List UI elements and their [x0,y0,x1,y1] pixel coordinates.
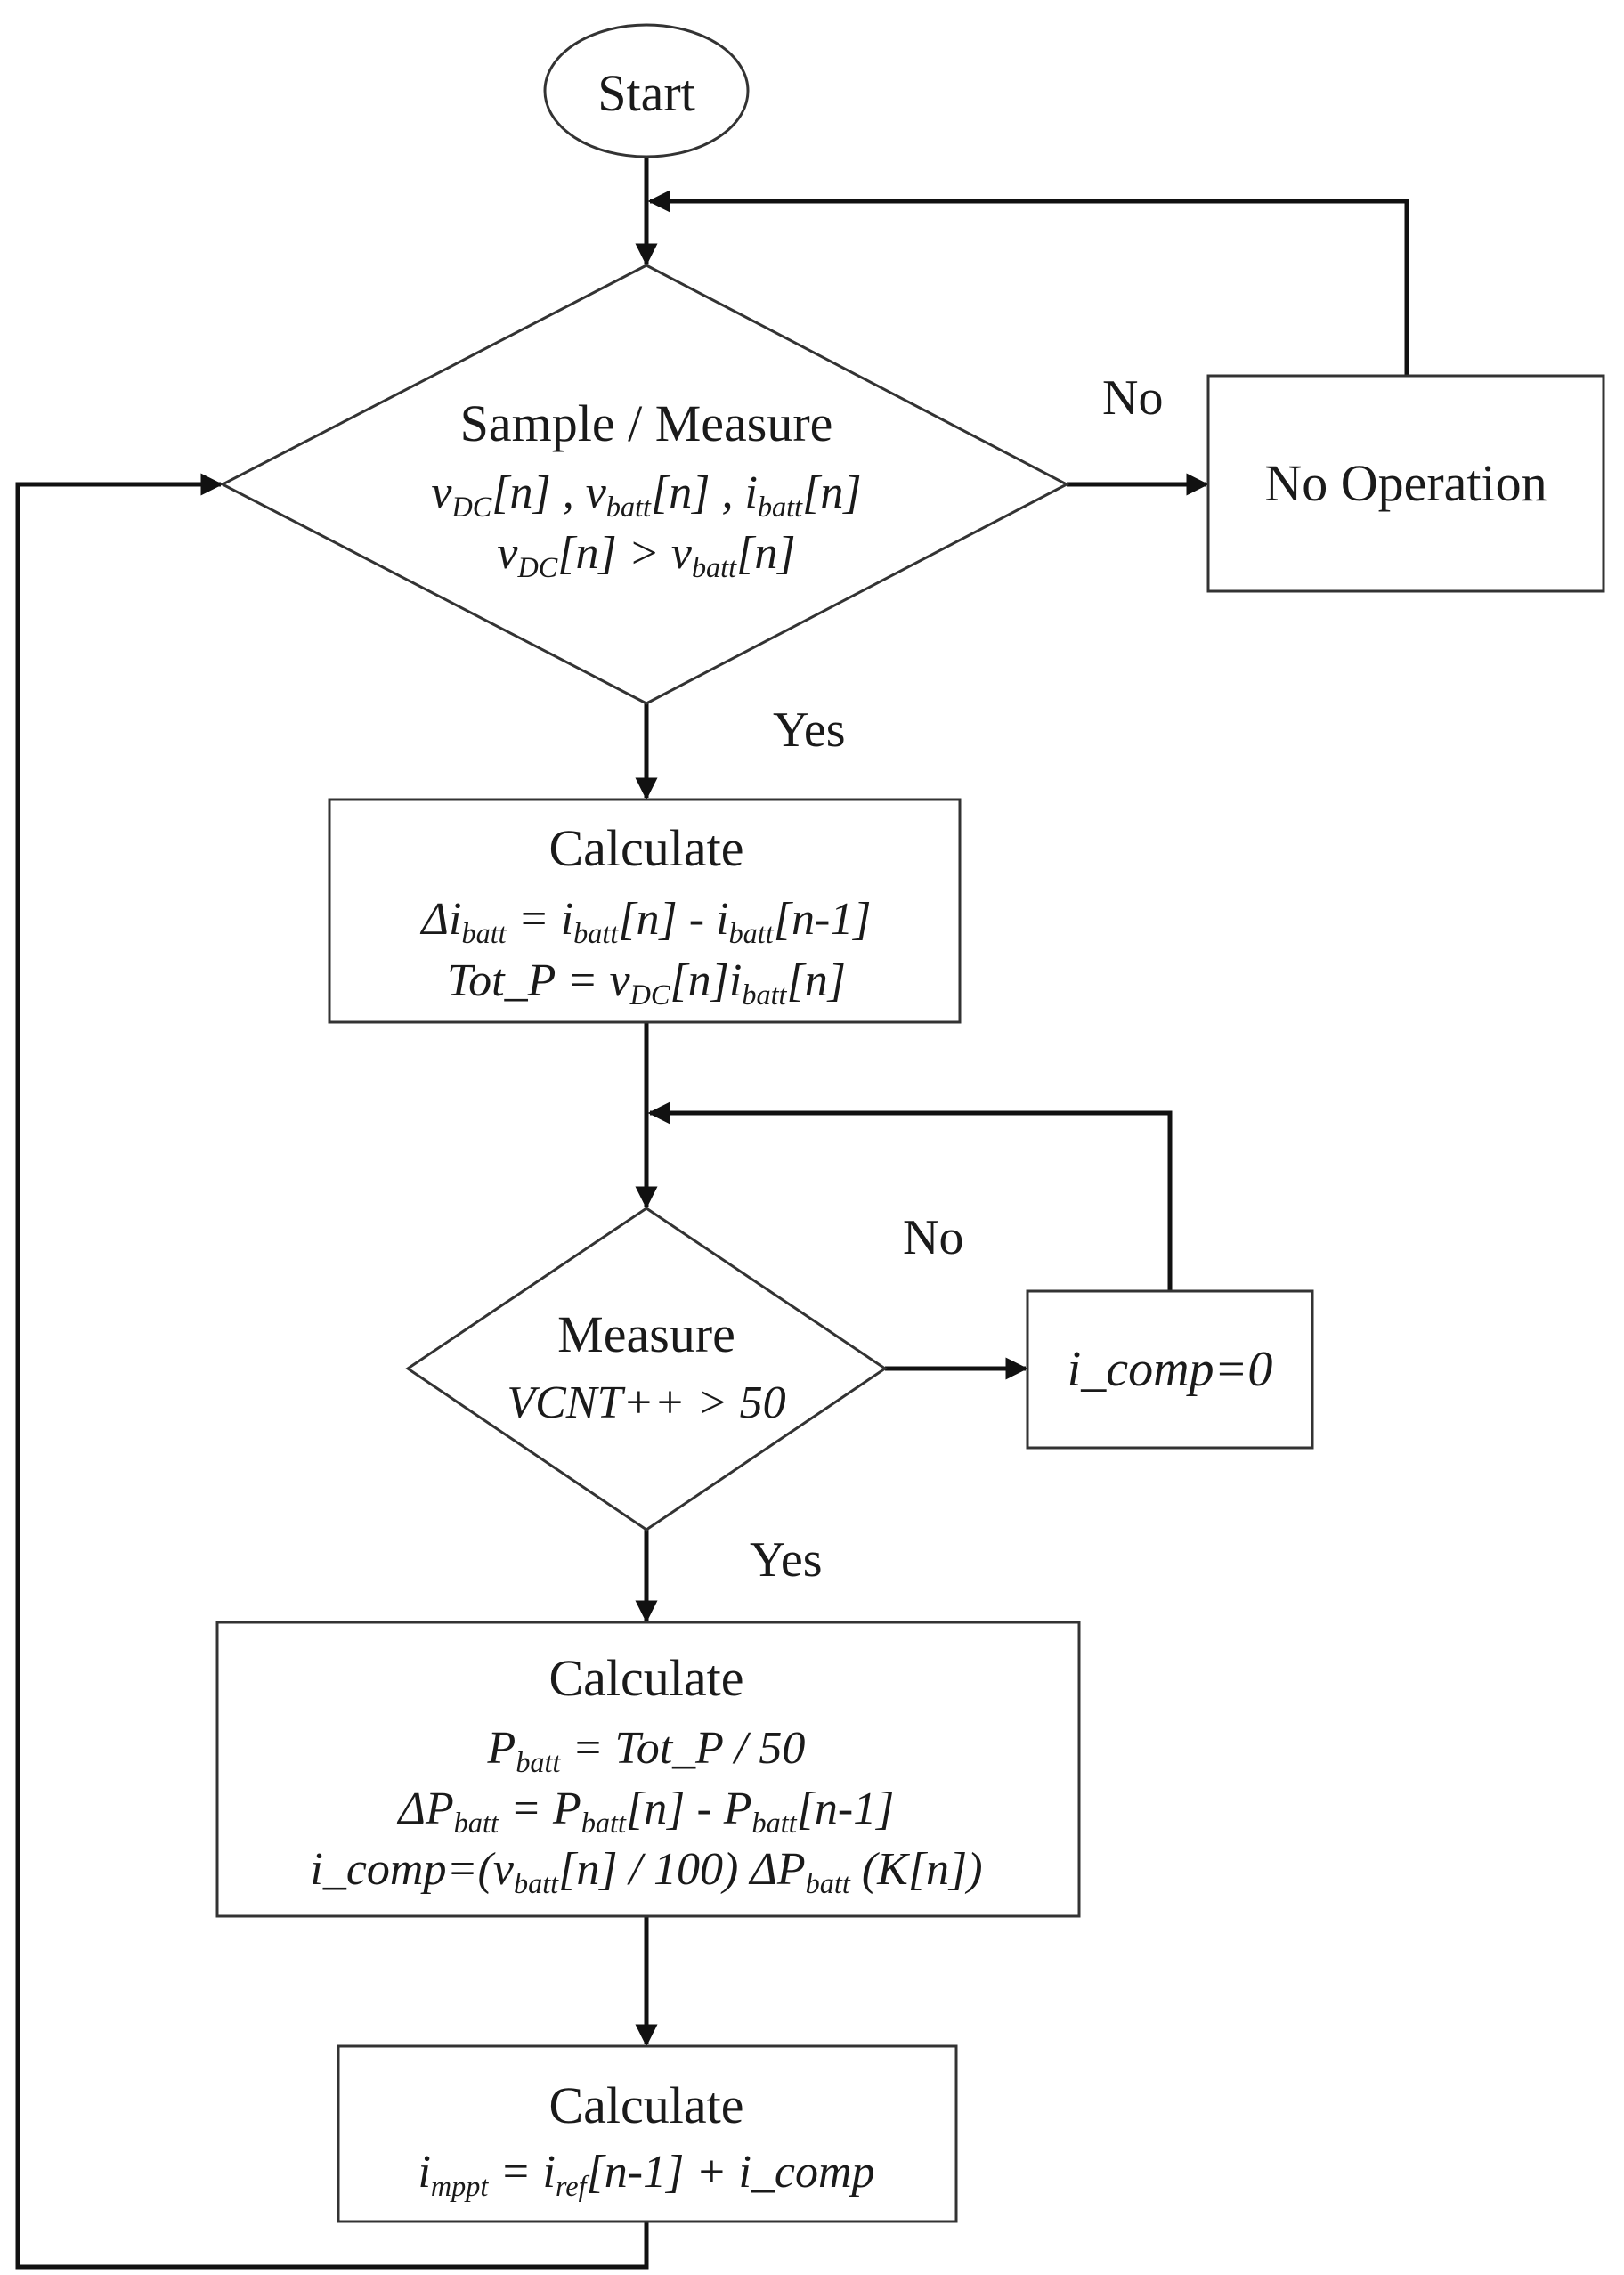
branch-labels: No Yes No Yes [750,370,1163,1588]
sample-no-label: No [1102,370,1163,426]
no-operation-label: No Operation [1264,454,1547,512]
calculate-1-title: Calculate [548,819,743,877]
no-operation-process: No Operation [1206,374,1605,593]
measure-title: Measure [557,1305,735,1363]
calculate-3-process: Calculate imppt = iref[n-1] + i_comp [337,2044,958,2223]
calculate-3-formula: imppt = iref[n-1] + i_comp [418,2147,874,2202]
calculate-2-formula-3: i_comp=(vbatt[n] / 100) ΔPbatt (K[n]) [310,1844,982,1899]
sample-measure-title: Sample / Measure [460,394,833,452]
sample-yes-label: Yes [773,703,845,758]
calculate-2-title: Calculate [548,1649,743,1707]
measure-decision: Measure VCNT++ > 50 [405,1207,888,1532]
measure-no-label: No [903,1210,963,1265]
i-comp-zero-label: i_comp=0 [1068,1342,1273,1397]
edge-no-operation-loop-back [647,190,1409,376]
edge-calc3-loop-back [15,473,649,2270]
sample-measure-decision: Sample / Measure vDC[n] , vbatt[n] , iba… [219,264,1070,705]
calculate-3-title: Calculate [548,2076,743,2134]
calculate-1-process: Calculate Δibatt = ibatt[n] - ibatt[n-1]… [328,798,962,1024]
measure-yes-label: Yes [750,1532,822,1588]
calculate-2-formula-1: Pbatt = Tot_P / 50 [487,1723,806,1778]
calculate-2-formula-2: ΔPbatt = Pbatt[n] - Pbatt[n-1] [397,1783,895,1839]
calculate-1-formula-2: Tot_P = vDC[n]ibatt[n] [447,955,846,1011]
sample-measure-formula-2: vDC[n] > vbatt[n] [497,528,795,583]
sample-measure-formula-1: vDC[n] , vbatt[n] , ibatt[n] [431,467,861,523]
measure-formula: VCNT++ > 50 [507,1377,785,1428]
start-label: Start [597,64,695,122]
start-node: Start [543,23,750,158]
calculate-1-formula-1: Δibatt = ibatt[n] - ibatt[n-1] [419,894,871,949]
connectors [15,157,1409,2270]
edge-i-comp-zero-loop-back [647,1101,1173,1291]
i-comp-zero-process: i_comp=0 [1026,1289,1314,1450]
calculate-2-process: Calculate Pbatt = Tot_P / 50 ΔPbatt = Pb… [215,1621,1081,1918]
